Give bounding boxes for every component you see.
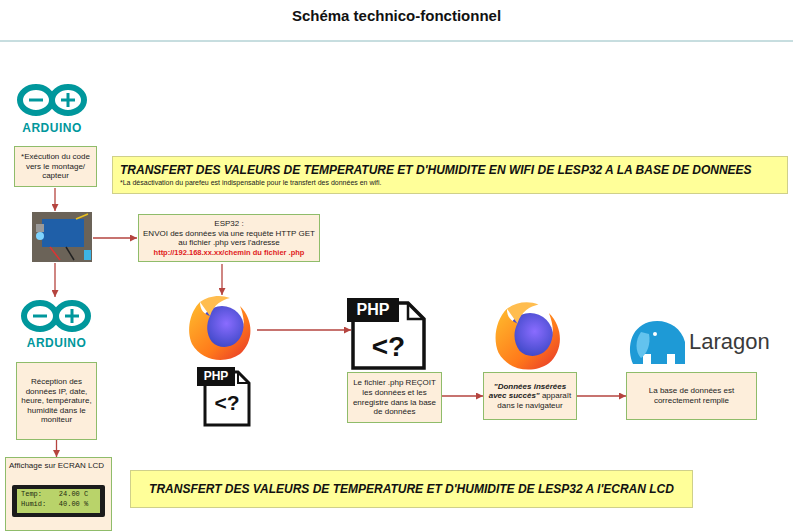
text-group: ESP32 :ENVOI des données via une requête… [142,219,316,257]
icon-text: <? [353,333,424,361]
text-group: "Données insérées avec succès" apparaît … [487,382,573,411]
node-text: http://192.168.xx.xx/chemin du fichier .… [142,248,316,257]
node-text: Réception des données IP, date, heure, t… [20,377,93,425]
firefox-icon [189,296,250,360]
icon-text: <? [205,392,249,413]
flow-arrow [56,440,57,457]
process-box: *Exécution du code vers le montage/ capt… [14,146,97,187]
laragon-logo [630,321,685,364]
node-text: Le fichier .php REÇOIT les données et le… [351,378,438,416]
text-group: La base de données est correctement remp… [630,386,753,405]
logo-text: Laragon [689,331,779,353]
node-text: Affichage sur ECRAN LCD [9,461,108,471]
node-text: TRANSFERT DES VALEURS DE TEMPERATURE ET … [120,163,780,177]
logo-text: ARDUINO [18,337,95,349]
flow-arrow [577,395,626,396]
text-group: *Exécution du code vers le montage/ capt… [18,152,93,181]
flow-arrow [442,395,483,396]
text-group: Le fichier .php REÇOIT les données et le… [351,378,438,416]
process-box: "Données insérées avec succès" apparaît … [483,372,577,420]
node-text: TRANSFERT DES VALEURS DE TEMPERATURE ET … [138,482,685,496]
process-box: La base de données est correctement remp… [626,372,757,420]
title-band: TRANSFERT DES VALEURS DE TEMPERATURE ET … [130,470,693,508]
text-group: Affichage sur ECRAN LCD [9,461,108,471]
lcd-screen [12,485,105,517]
php-file-icon [197,367,249,425]
node-text: ENVOI des données via une requête HTTP G… [142,229,316,248]
arduino-logo [24,303,88,329]
process-box: Le fichier .php REÇOIT les données et le… [347,372,442,423]
arduino-logo [20,87,84,113]
node-text: *Exécution du code vers le montage/ capt… [18,152,93,181]
text-group: TRANSFERT DES VALEURS DE TEMPERATURE ET … [138,482,685,496]
title-band: TRANSFERT DES VALEURS DE TEMPERATURE ET … [112,156,788,194]
icon-text: PHP [347,302,399,318]
text-group: Réception des données IP, date, heure, t… [20,377,93,425]
node-text: ESP32 : [142,219,316,229]
flow-arrows [55,188,351,330]
firefox-icon [496,302,560,369]
title-rule [0,41,793,42]
logo-text: ARDUINO [14,122,90,134]
diagram-title: Schéma technico-fonctionnel [0,7,793,24]
process-box: ESP32 :ENVOI des données via une requête… [138,214,320,262]
node-text: La base de données est correctement remp… [630,386,753,405]
process-box: Réception des données IP, date, heure, t… [16,362,97,440]
board-photo [32,212,92,262]
text-group: TRANSFERT DES VALEURS DE TEMPERATURE ET … [120,163,780,188]
icon-text: PHP [197,370,235,382]
display-box: Affichage sur ECRAN LCD [5,457,112,531]
node-text: *La désactivation du parefeu est indispe… [120,179,780,187]
php-file-icon [347,298,424,368]
